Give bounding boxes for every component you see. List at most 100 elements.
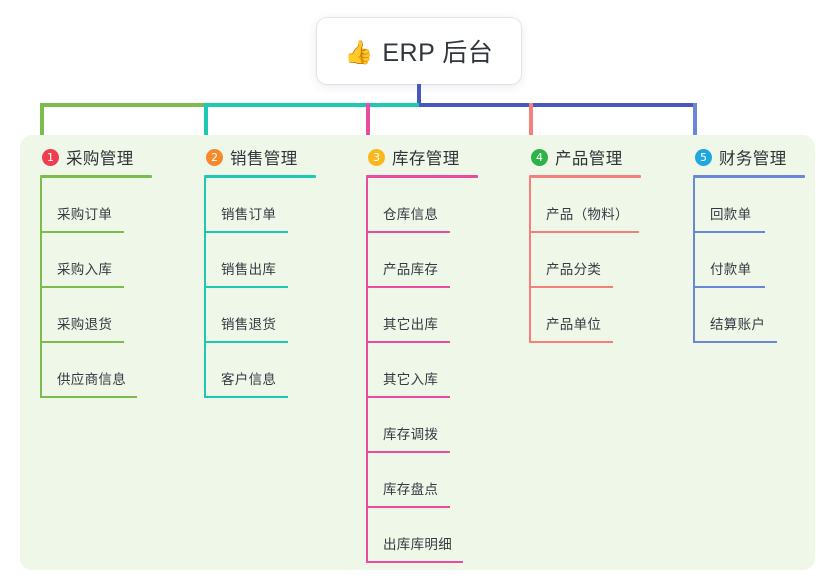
item-list-1: 采购订单采购入库采购退货供应商信息 bbox=[40, 178, 152, 398]
column-underline-4 bbox=[529, 175, 641, 178]
item-label: 采购入库 bbox=[57, 262, 113, 277]
item-label: 采购退货 bbox=[57, 317, 113, 332]
item-stem bbox=[693, 288, 695, 343]
column-header-1[interactable]: 1 采购管理 bbox=[42, 145, 152, 169]
item-list-4: 产品（物料） 产品分类产品单位 bbox=[529, 178, 641, 343]
connector-drop-1 bbox=[40, 103, 44, 147]
list-item[interactable]: 库存调拨 bbox=[366, 398, 478, 453]
connector-bar-segment-2 bbox=[204, 103, 423, 107]
item-rule bbox=[366, 396, 450, 398]
column-header-4[interactable]: 4 产品管理 bbox=[531, 145, 641, 169]
list-item[interactable]: 其它入库 bbox=[366, 343, 478, 398]
list-item[interactable]: 客户信息 bbox=[204, 343, 316, 398]
item-rule bbox=[529, 231, 639, 233]
item-rule bbox=[40, 286, 124, 288]
list-item[interactable]: 采购订单 bbox=[40, 178, 152, 233]
connector-bar-segment-1 bbox=[40, 103, 208, 107]
connector-bar-segment-3 bbox=[419, 103, 533, 107]
connector-drop-4 bbox=[529, 103, 533, 147]
column-underline-5 bbox=[693, 175, 805, 178]
list-item[interactable]: 销售出库 bbox=[204, 233, 316, 288]
item-stem bbox=[40, 178, 42, 233]
item-label: 客户信息 bbox=[221, 372, 277, 387]
item-stem bbox=[204, 343, 206, 398]
list-item[interactable]: 付款单 bbox=[693, 233, 805, 288]
list-item[interactable]: 销售退货 bbox=[204, 288, 316, 343]
list-item[interactable]: 产品（物料） bbox=[529, 178, 641, 233]
item-label: 其它入库 bbox=[383, 372, 439, 387]
item-stem bbox=[366, 453, 368, 508]
item-rule bbox=[366, 561, 463, 563]
item-label: 销售退货 bbox=[221, 317, 277, 332]
item-label: 供应商信息 bbox=[57, 372, 126, 387]
column-badge-1: 1 bbox=[42, 148, 59, 166]
item-rule bbox=[366, 451, 450, 453]
list-item[interactable]: 库存盘点 bbox=[366, 453, 478, 508]
item-stem bbox=[40, 343, 42, 398]
connector-drop-5 bbox=[693, 103, 697, 147]
list-item[interactable]: 结算账户 bbox=[693, 288, 805, 343]
item-rule bbox=[366, 341, 450, 343]
connector-bar-segment-4 bbox=[529, 103, 697, 107]
column-1: 1 采购管理采购订单采购入库采购退货供应商信息 bbox=[40, 145, 152, 398]
column-title-3: 库存管理 bbox=[392, 150, 460, 168]
connector-drop-3 bbox=[366, 103, 370, 147]
list-item[interactable]: 回款单 bbox=[693, 178, 805, 233]
item-stem bbox=[529, 288, 531, 343]
column-badge-2: 2 bbox=[206, 148, 223, 166]
item-rule bbox=[693, 231, 765, 233]
column-badge-4: 4 bbox=[531, 148, 548, 166]
item-label: 库存盘点 bbox=[383, 482, 439, 497]
column-title-1: 采购管理 bbox=[66, 150, 134, 168]
list-item[interactable]: 产品库存 bbox=[366, 233, 478, 288]
list-item[interactable]: 采购入库 bbox=[40, 233, 152, 288]
item-label: 回款单 bbox=[710, 207, 752, 222]
list-item[interactable]: 供应商信息 bbox=[40, 343, 152, 398]
item-stem bbox=[204, 178, 206, 233]
page-title: ERP 后台 bbox=[382, 39, 494, 67]
column-title-4: 产品管理 bbox=[555, 150, 623, 168]
list-item[interactable]: 采购退货 bbox=[40, 288, 152, 343]
item-rule bbox=[40, 231, 124, 233]
item-rule bbox=[366, 231, 450, 233]
item-stem bbox=[40, 233, 42, 288]
item-label: 付款单 bbox=[710, 262, 752, 277]
list-item[interactable]: 出库库明细 bbox=[366, 508, 478, 563]
item-rule bbox=[529, 341, 613, 343]
list-item[interactable]: 销售订单 bbox=[204, 178, 316, 233]
item-label: 其它出库 bbox=[383, 317, 439, 332]
item-stem bbox=[366, 343, 368, 398]
item-label: 出库库明细 bbox=[383, 537, 452, 552]
list-item[interactable]: 产品分类 bbox=[529, 233, 641, 288]
item-stem bbox=[366, 398, 368, 453]
item-rule bbox=[204, 341, 288, 343]
list-item[interactable]: 其它出库 bbox=[366, 288, 478, 343]
list-item[interactable]: 产品单位 bbox=[529, 288, 641, 343]
item-label: 产品单位 bbox=[546, 317, 602, 332]
item-stem bbox=[529, 233, 531, 288]
root-connector-stem bbox=[417, 84, 421, 107]
item-rule bbox=[529, 286, 613, 288]
item-stem bbox=[366, 288, 368, 343]
item-stem bbox=[366, 178, 368, 233]
item-label: 产品（物料） bbox=[546, 207, 629, 222]
item-rule bbox=[204, 396, 288, 398]
column-underline-1 bbox=[40, 175, 152, 178]
item-rule bbox=[693, 341, 777, 343]
item-list-3: 仓库信息产品库存其它出库其它入库库存调拨库存盘点出库库明细 bbox=[366, 178, 478, 563]
item-rule bbox=[40, 396, 137, 398]
root-title-card[interactable]: 👍 ERP 后台 bbox=[317, 18, 521, 84]
item-rule bbox=[40, 341, 124, 343]
list-item[interactable]: 仓库信息 bbox=[366, 178, 478, 233]
column-4: 4 产品管理产品（物料） 产品分类产品单位 bbox=[529, 145, 641, 343]
item-label: 销售出库 bbox=[221, 262, 277, 277]
item-stem bbox=[204, 233, 206, 288]
column-badge-5: 5 bbox=[695, 148, 712, 166]
